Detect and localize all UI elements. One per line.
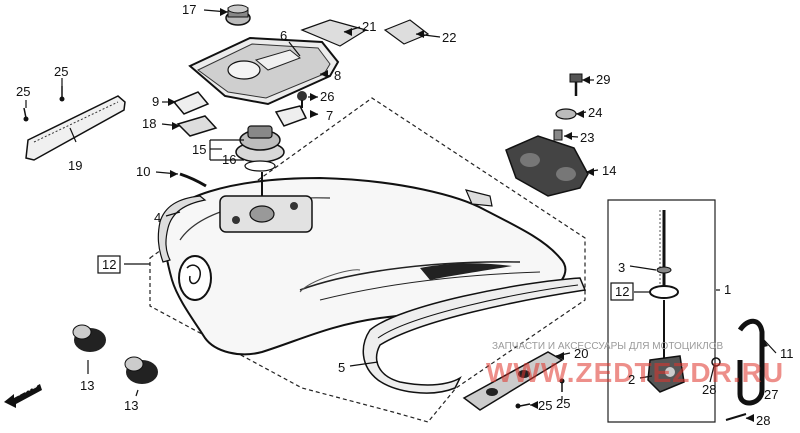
part-label-12a: 12 (102, 257, 116, 272)
rubber-13-upper (72, 324, 106, 352)
watermark: ЗАПЧАСТИ И АКСЕССУАРЫ ДЛЯ МОТОЦИКЛОВ WWW… (486, 341, 784, 388)
part-label-10: 10 (136, 164, 150, 179)
part-label-8: 8 (334, 68, 341, 83)
screw-25-bottom-b (559, 378, 565, 392)
screw-25-bottom-a (515, 403, 531, 409)
tank-top-pad (188, 36, 340, 106)
part-label-14: 14 (602, 163, 616, 178)
petcock-assembly-boundary (607, 199, 716, 423)
part-label-28b: 28 (756, 413, 770, 428)
emblem-plate-21 (300, 19, 368, 47)
part-label-28a: 28 (702, 382, 716, 397)
part-label-2: 2 (628, 372, 635, 387)
part-label-12b-box (610, 282, 634, 301)
cap-plate-7 (274, 105, 308, 127)
part-label-17: 17 (182, 2, 196, 17)
part-label-3: 3 (618, 260, 625, 275)
part-label-21: 21 (362, 19, 376, 34)
part-label-15: 15 (192, 142, 206, 157)
part-label-29: 29 (596, 72, 610, 87)
part-label-1: 1 (724, 282, 731, 297)
part-label-9: 9 (152, 94, 159, 109)
screw-25-mid (59, 86, 65, 102)
side-strip-19 (25, 95, 126, 161)
gasket-18 (176, 115, 218, 137)
bracket-20 (462, 351, 564, 411)
gasket-9 (172, 91, 210, 115)
part-label-5: 5 (338, 360, 345, 375)
side-rubber-strip (157, 195, 207, 263)
part-label-6: 6 (280, 28, 287, 43)
part-label-4: 4 (154, 210, 161, 225)
watermark-site: WWW.ZEDTEZDR.RU (486, 357, 784, 388)
part-number-labels: 1 2 3 4 5 6 7 8 9 10 11 12 12 13 13 14 1… (16, 2, 794, 428)
collar-23 (553, 129, 563, 141)
part-label-24: 24 (588, 105, 602, 120)
part-label-12a-box (97, 255, 121, 274)
fuel-petcock (647, 210, 685, 393)
breather-tube (179, 172, 207, 188)
part-label-27: 27 (764, 387, 778, 402)
tank-assembly-boundary (149, 97, 586, 423)
part-label-19: 19 (68, 158, 82, 173)
leader-arrowheads (168, 8, 768, 422)
bolt-26 (297, 91, 307, 108)
part-label-12b: 12 (615, 284, 629, 299)
hose-clip-28-upper (711, 357, 721, 367)
part-label-23: 23 (580, 130, 594, 145)
part-label-25b: 25 (54, 64, 68, 79)
watermark-caption: ЗАПЧАСТИ И АКСЕССУАРЫ ДЛЯ МОТОЦИКЛОВ (492, 341, 724, 352)
part-label-13b: 13 (124, 398, 138, 413)
part-label-22: 22 (442, 30, 456, 45)
part-label-16: 16 (222, 152, 236, 167)
emblem-plate-22 (383, 19, 430, 45)
washer-24 (555, 108, 577, 120)
rubber-13-lower (124, 356, 158, 384)
hose-clip-28-lower (725, 413, 747, 421)
part-label-18: 18 (142, 116, 156, 131)
part-label-25c: 25 (538, 398, 552, 413)
fuel-hose (737, 318, 765, 406)
fuel-tank (163, 176, 567, 356)
part-label-11: 11 (780, 346, 794, 361)
part-label-25d: 25 (556, 396, 570, 411)
mount-rubber (505, 135, 589, 197)
part-label-26: 26 (320, 89, 334, 104)
part-label-20: 20 (574, 346, 588, 361)
part-label-13a: 13 (80, 378, 94, 393)
forward-direction-arrow: FWD (4, 379, 42, 408)
part-label-7: 7 (326, 108, 333, 123)
part-label-25a: 25 (16, 84, 30, 99)
filler-knob (225, 4, 251, 26)
screw-25-left (23, 107, 29, 122)
bolt-29 (569, 73, 583, 96)
